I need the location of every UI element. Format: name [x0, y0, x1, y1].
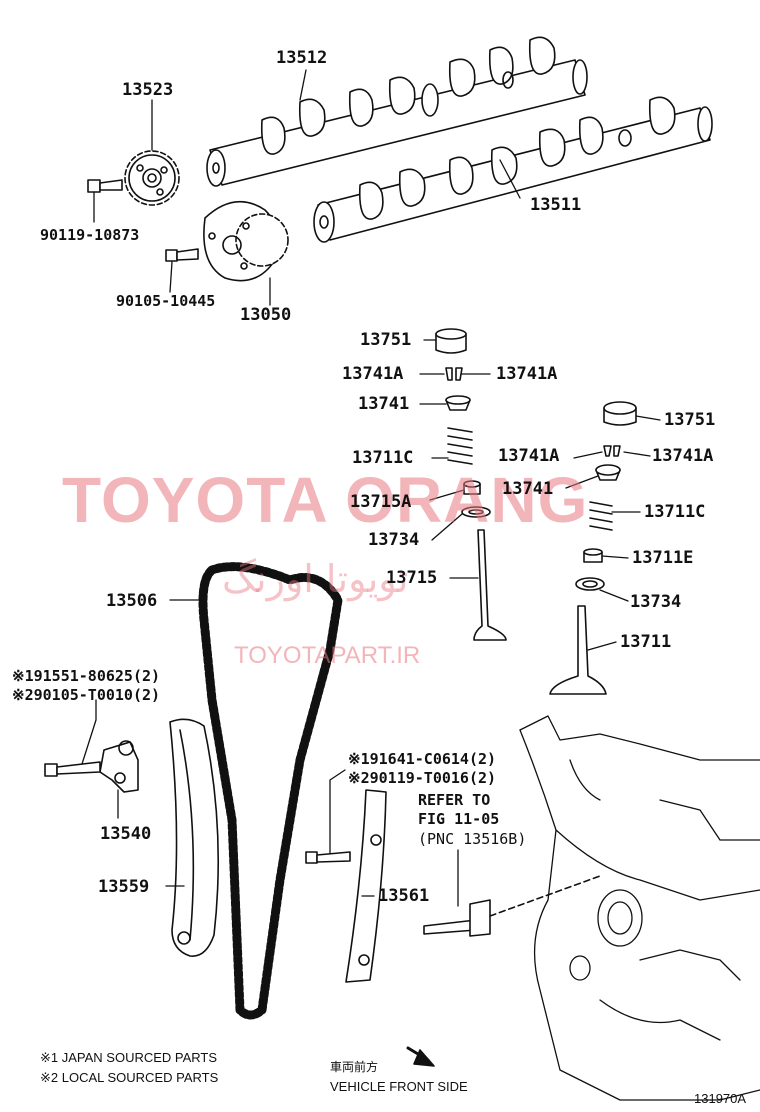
chain-slipper-13559 [169, 718, 220, 957]
label-13741-right: 13741 [502, 479, 554, 499]
label-13050: 13050 [240, 305, 292, 325]
label-13511: 13511 [530, 195, 582, 215]
note-refer-line1: REFER TO [418, 791, 491, 809]
direction-en: VEHICLE FRONT SIDE [330, 1079, 468, 1094]
camshaft-13512 [206, 36, 588, 187]
leader-lines [81, 69, 661, 907]
note-bolt2-line1: ※191641-C0614(2) [348, 750, 497, 768]
valve-stack-left [435, 328, 507, 641]
label-13741A-left-2: 13741A [496, 364, 558, 384]
label-13711E: 13711E [632, 548, 694, 568]
label-13741A-left-1: 13741A [342, 364, 404, 384]
label-13512: 13512 [276, 48, 328, 68]
cam-sprocket-13523 [124, 150, 180, 206]
label-13741-left: 13741 [358, 394, 410, 414]
legend-japan: ※1 JAPAN SOURCED PARTS [40, 1050, 218, 1065]
figure-id: 131970A [694, 1091, 747, 1106]
valve-stack-right [549, 401, 637, 695]
bolt-90119-10873 [87, 179, 123, 193]
label-90105-10445: 90105-10445 [116, 292, 216, 310]
engine-block [519, 715, 760, 1101]
label-13741A-right-2: 13741A [652, 446, 714, 466]
timing-chain-13506 [198, 562, 343, 1020]
chain-tensioner-13540 [44, 740, 139, 793]
label-13715: 13715 [386, 568, 438, 588]
label-13715A: 13715A [350, 492, 412, 512]
label-13741A-right-1: 13741A [498, 446, 560, 466]
camshaft-13511 [313, 96, 713, 243]
note-refer-line3: (PNC 13516B) [418, 830, 527, 848]
label-13734-left: 13734 [368, 530, 420, 550]
label-13751-left: 13751 [360, 330, 412, 350]
label-13559: 13559 [98, 877, 150, 897]
bolt-90105-10445 [165, 248, 199, 262]
direction-jp: 車両前方 [330, 1060, 379, 1074]
label-13540: 13540 [100, 824, 152, 844]
legend-local: ※2 LOCAL SOURCED PARTS [40, 1070, 219, 1085]
label-13734-right: 13734 [630, 592, 682, 612]
label-13561: 13561 [378, 886, 430, 906]
chain-damper-13561 [305, 789, 387, 983]
note-bolt1-line1: ※191551-80625(2) [12, 667, 161, 685]
label-13711: 13711 [620, 632, 672, 652]
label-13751-right: 13751 [664, 410, 716, 430]
label-13506: 13506 [106, 591, 158, 611]
label-13711C-right: 13711C [644, 502, 706, 522]
front-direction-arrow [406, 1046, 435, 1067]
vvt-gear-13050 [203, 200, 289, 282]
note-bolt1-line2: ※290105-T0010(2) [12, 686, 161, 704]
label-13711C-left: 13711C [352, 448, 414, 468]
label-90119-10873: 90119-10873 [40, 226, 140, 244]
note-bolt2-line2: ※290119-T0016(2) [348, 769, 497, 787]
oil-jet [423, 875, 601, 937]
label-13523: 13523 [122, 80, 174, 100]
note-refer-line2: FIG 11-05 [418, 810, 500, 828]
